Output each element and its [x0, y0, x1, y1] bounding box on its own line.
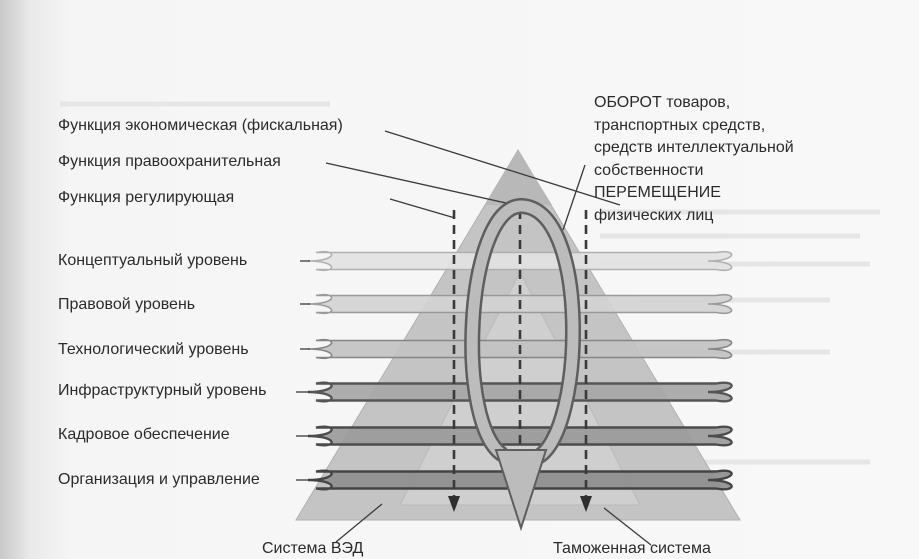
level-conceptual-label: Концептуальный уровень — [58, 252, 248, 269]
turnover-line: физических лиц — [594, 206, 714, 224]
pointer-fiscal — [384, 130, 621, 206]
level-technological-label: Технологический уровень — [58, 341, 249, 358]
level-organization-label: Организация и управление — [58, 471, 260, 488]
customs-system-label: Таможенная система — [553, 540, 711, 557]
function-regulating-label: Функция регулирующая — [58, 189, 235, 206]
level-legal-label: Правовой уровень — [58, 296, 196, 313]
loop-arrowhead — [494, 449, 548, 532]
ved-system-label: Система ВЭД — [262, 540, 364, 557]
triangle-apex-shade — [485, 150, 552, 205]
function-fiscal-label: Функция экономическая (фискальная) — [58, 117, 343, 134]
pointer-turnover — [562, 164, 586, 231]
arrowhead-left — [448, 496, 460, 512]
turnover-loop — [464, 197, 582, 532]
pointer-ved — [335, 503, 383, 543]
turnover-line: транспортных средств, — [594, 116, 766, 134]
arrowhead-right — [580, 496, 592, 512]
pointer-regulating — [389, 198, 456, 219]
level-personnel-label: Кадровое обеспечение — [58, 426, 230, 443]
pointer-customs — [603, 507, 652, 546]
turnover-line: средств интеллектуальной — [594, 139, 794, 156]
turnover-line: собственности — [594, 161, 704, 179]
level-infrastructure-label: Инфраструктурный уровень — [58, 382, 267, 399]
turnover-line: ПЕРЕМЕЩЕНИЕ — [594, 184, 721, 201]
turnover-line: ОБОРОТ товаров, — [594, 94, 731, 111]
pointer-law — [325, 162, 516, 206]
function-law-enforcement-label: Функция правоохранительная — [58, 153, 281, 170]
turnover-description: ОБОРОТ товаров, транспортных средств, ср… — [594, 92, 794, 227]
